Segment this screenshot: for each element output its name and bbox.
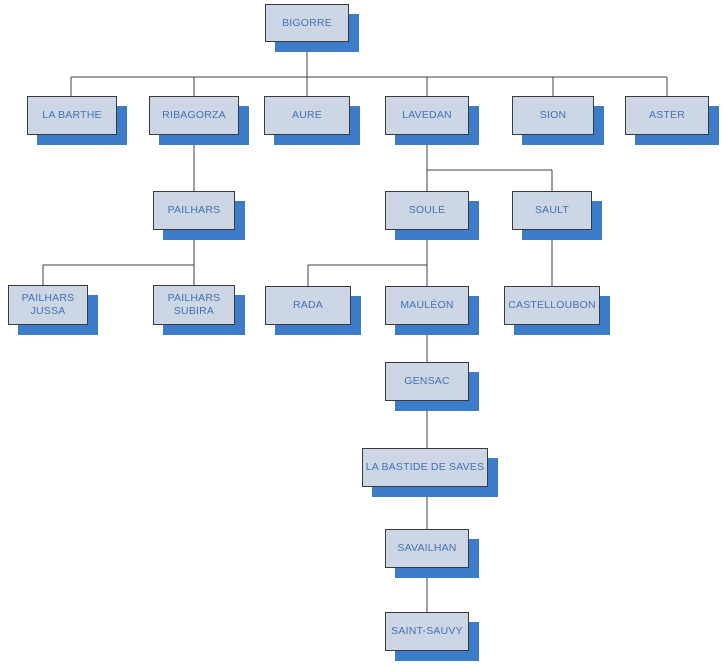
node-box[interactable]: AURE bbox=[264, 96, 350, 135]
node-box[interactable]: LA BASTIDE DE SAVES bbox=[362, 448, 488, 487]
node-ribagorza[interactable]: RIBAGORZA bbox=[149, 96, 249, 145]
node-label: LAVEDAN bbox=[402, 109, 452, 121]
node-box[interactable]: RIBAGORZA bbox=[149, 96, 239, 135]
node-label: SAULT bbox=[534, 204, 570, 216]
node-pailhars[interactable]: PAILHARS bbox=[153, 191, 245, 240]
node-label: SION bbox=[539, 109, 567, 121]
node-gensac[interactable]: GENSAC bbox=[385, 362, 479, 411]
node-aster[interactable]: ASTER bbox=[625, 96, 719, 145]
node-box[interactable]: SION bbox=[512, 96, 594, 135]
node-box[interactable]: CASTELLOUBON bbox=[504, 286, 600, 325]
node-pailhars-subira[interactable]: PAILHARS SUBIRA bbox=[153, 285, 245, 335]
node-la-bastide[interactable]: LA BASTIDE DE SAVES bbox=[362, 448, 498, 497]
node-label: SAVAILHAN bbox=[397, 542, 457, 554]
node-label: AURE bbox=[292, 109, 322, 121]
node-label: GENSAC bbox=[404, 375, 450, 387]
node-la-barthe[interactable]: LA BARTHE bbox=[27, 96, 127, 145]
node-box[interactable]: PAILHARS bbox=[153, 191, 235, 230]
node-soule[interactable]: SOULE bbox=[385, 191, 479, 240]
node-sion[interactable]: SION bbox=[512, 96, 604, 145]
node-pailhars-jussa[interactable]: PAILHARS JUSSA bbox=[8, 285, 98, 335]
node-box[interactable]: LAVEDAN bbox=[385, 96, 469, 135]
node-label: LA BARTHE bbox=[42, 109, 102, 121]
node-label: SAINT-SAUVY bbox=[391, 625, 463, 637]
node-box[interactable]: SAULT bbox=[512, 191, 592, 230]
node-savailhan[interactable]: SAVAILHAN bbox=[385, 529, 479, 578]
node-bigorre[interactable]: BIGORRE bbox=[265, 4, 359, 52]
node-label: RADA bbox=[293, 299, 323, 311]
node-box[interactable]: SOULE bbox=[385, 191, 469, 230]
node-box[interactable]: LA BARTHE bbox=[27, 96, 117, 135]
node-box[interactable]: ASTER bbox=[625, 96, 709, 135]
node-box[interactable]: SAINT-SAUVY bbox=[385, 612, 469, 651]
node-saint-sauvy[interactable]: SAINT-SAUVY bbox=[385, 612, 479, 661]
node-label: BIGORRE bbox=[282, 16, 332, 29]
node-mauleon[interactable]: MAULÉON bbox=[385, 286, 479, 335]
node-label: ASTER bbox=[648, 109, 685, 121]
node-label: MAULÉON bbox=[400, 299, 454, 311]
node-box[interactable]: MAULÉON bbox=[385, 286, 469, 325]
node-castelloubon[interactable]: CASTELLOUBON bbox=[504, 286, 610, 335]
node-label: RIBAGORZA bbox=[162, 109, 226, 121]
node-box[interactable]: PAILHARS SUBIRA bbox=[153, 285, 235, 325]
node-rada[interactable]: RADA bbox=[265, 286, 361, 335]
node-box[interactable]: BIGORRE bbox=[265, 4, 349, 42]
node-label: CASTELLOUBON bbox=[508, 299, 596, 311]
node-box[interactable]: PAILHARS JUSSA bbox=[8, 285, 88, 325]
node-label: PAILHARS JUSSA bbox=[21, 292, 75, 317]
node-label: SOULE bbox=[408, 204, 446, 216]
node-aure[interactable]: AURE bbox=[264, 96, 360, 145]
node-box[interactable]: GENSAC bbox=[385, 362, 469, 401]
node-box[interactable]: RADA bbox=[265, 286, 351, 325]
node-lavedan[interactable]: LAVEDAN bbox=[385, 96, 479, 145]
node-label: PAILHARS SUBIRA bbox=[167, 292, 221, 317]
node-sault[interactable]: SAULT bbox=[512, 191, 602, 240]
node-label: PAILHARS bbox=[167, 204, 221, 216]
node-box[interactable]: SAVAILHAN bbox=[385, 529, 469, 568]
node-label: LA BASTIDE DE SAVES bbox=[365, 461, 485, 473]
